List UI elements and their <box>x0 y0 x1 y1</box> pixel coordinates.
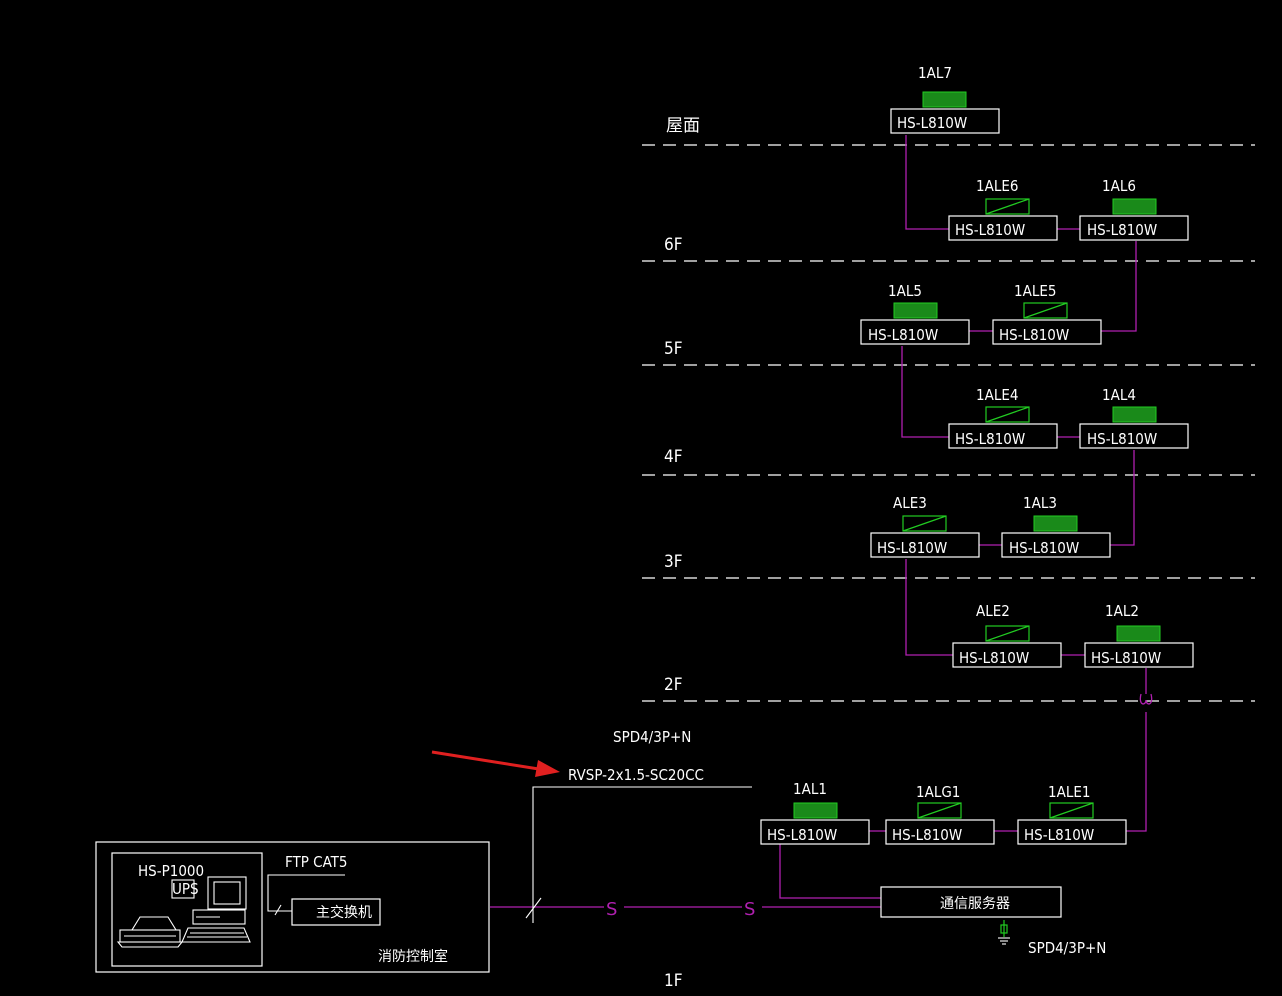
panel-ALE3: ALE3 HS-L810W <box>870 494 980 558</box>
panel-id: 1AL5 <box>888 282 922 300</box>
host-model-label: HS-P1000 <box>138 862 204 880</box>
spd-top-label: SPD4/3P+N <box>613 728 691 746</box>
ftp-tick <box>274 904 282 916</box>
panel-1AL7: 1AL7 HS-L810W <box>890 64 1000 134</box>
panel-1ALE6: 1ALE6 HS-L810W <box>948 177 1058 241</box>
panel-1AL6: 1AL6 HS-L810W <box>1079 177 1189 241</box>
panel-id: 1AL2 <box>1105 602 1139 620</box>
panel-id: 1AL1 <box>793 780 827 798</box>
panel-model: HS-L810W <box>868 326 938 344</box>
panel-model: HS-L810W <box>1024 826 1094 844</box>
floor-label-roof: 屋面 <box>666 116 700 136</box>
floor-lines <box>642 144 1255 702</box>
shield-mark-2: S <box>744 899 755 920</box>
room-label: 消防控制室 <box>378 948 448 965</box>
annotation-arrow <box>431 750 560 777</box>
comm-server-label: 通信服务器 <box>940 896 1010 912</box>
panel-1ALG1: 1ALG1 HS-L810W <box>885 783 995 845</box>
ups-label: UPS <box>172 880 199 898</box>
comm-server: 通信服务器 <box>880 886 1062 918</box>
shield-mark-1: S <box>606 899 617 920</box>
panel-id: 1ALE6 <box>976 177 1018 195</box>
floor-label-1f: 1F <box>664 971 683 991</box>
panel-id: ALE2 <box>976 602 1010 620</box>
shield-mark-bg-1 <box>604 898 624 916</box>
floor-label-4f: 4F <box>664 447 683 467</box>
panel-1AL4: 1AL4 HS-L810W <box>1079 386 1189 449</box>
computer-icon <box>171 876 251 943</box>
floor-label-5f: 5F <box>664 339 683 359</box>
ftp-cable-label: FTP CAT5 <box>285 853 347 871</box>
panel-model: HS-L810W <box>955 430 1025 448</box>
panel-model: HS-L810W <box>1009 539 1079 557</box>
panel-id: 1ALE5 <box>1014 282 1056 300</box>
printer-icon <box>116 916 184 948</box>
panel-1AL3: 1AL3 HS-L810W <box>1001 494 1111 558</box>
floor-label-6f: 6F <box>664 235 683 255</box>
panel-id: 1ALG1 <box>916 783 960 801</box>
panel-1AL2: 1AL2 HS-L810W <box>1084 602 1194 668</box>
panel-id: 1AL4 <box>1102 386 1136 404</box>
panel-model: HS-L810W <box>767 826 837 844</box>
ftp-leader <box>267 874 345 912</box>
panel-id: 1AL6 <box>1102 177 1136 195</box>
cable-tick <box>525 897 542 919</box>
fire-control-room: HS-P1000 UPS FTP CAT5 主交换机 消防控制室 <box>95 841 490 973</box>
panel-1AL5: 1AL5 HS-L810W <box>860 282 970 345</box>
panel-model: HS-L810W <box>897 114 967 132</box>
panel-model: HS-L810W <box>1087 430 1157 448</box>
bus-wiring <box>490 135 1153 908</box>
panel-1ALE5: 1ALE5 HS-L810W <box>992 282 1102 345</box>
panel-model: HS-L810W <box>892 826 962 844</box>
panel-model: HS-L810W <box>1087 221 1157 239</box>
panel-1AL1: 1AL1 HS-L810W <box>760 780 870 845</box>
panel-model: HS-L810W <box>959 649 1029 667</box>
panel-id: ALE3 <box>893 494 927 512</box>
panel-1ALE4: 1ALE4 HS-L810W <box>948 386 1058 449</box>
panel-id: 1ALE1 <box>1048 783 1090 801</box>
floor-label-2f: 2F <box>664 675 683 695</box>
cable-leader <box>532 786 752 923</box>
panel-1ALE1: 1ALE1 HS-L810W <box>1017 783 1127 845</box>
shield-mark-bg-2 <box>742 898 762 916</box>
panel-id: 1AL7 <box>918 64 952 82</box>
floor-label-3f: 3F <box>664 552 683 572</box>
panel-model: HS-L810W <box>999 326 1069 344</box>
panel-ALE2: ALE2 HS-L810W <box>952 602 1062 668</box>
panel-model: HS-L810W <box>955 221 1025 239</box>
main-switch-label: 主交换机 <box>316 904 372 921</box>
ground-icon <box>998 920 1010 945</box>
panel-model: HS-L810W <box>877 539 947 557</box>
panel-model: HS-L810W <box>1091 649 1161 667</box>
spd-bottom-label: SPD4/3P+N <box>1028 939 1106 957</box>
panel-id: 1AL3 <box>1023 494 1057 512</box>
cable-spec-label: RVSP-2x1.5-SC20CC <box>568 766 704 784</box>
panel-id: 1ALE4 <box>976 386 1018 404</box>
main-switch-box <box>291 898 381 926</box>
